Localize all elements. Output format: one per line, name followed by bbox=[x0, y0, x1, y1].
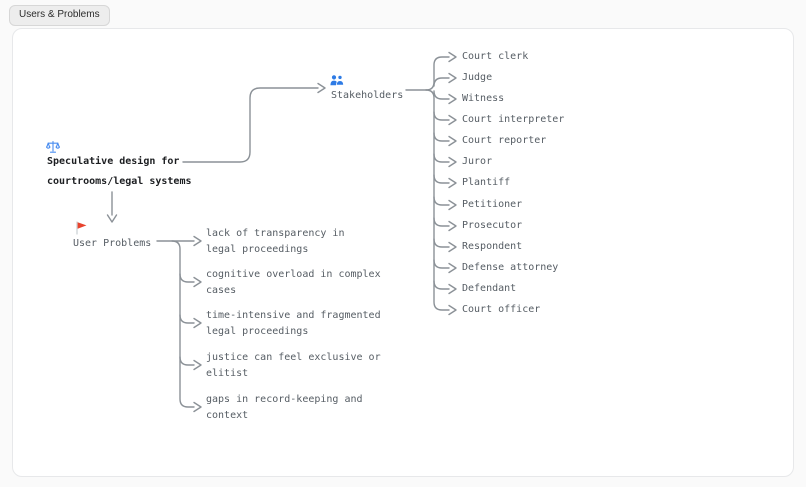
problem-item-line: justice can feel exclusive or bbox=[206, 352, 381, 363]
problem-item-record-keeping[interactable]: gaps in record-keeping and context bbox=[206, 392, 363, 424]
stakeholder-item-court-reporter[interactable]: Court reporter bbox=[462, 135, 547, 146]
problem-item-line: cases bbox=[206, 285, 237, 296]
stakeholder-item-respondent[interactable]: Respondent bbox=[462, 241, 523, 252]
problem-item-line: context bbox=[206, 410, 249, 421]
problem-item-line: time-intensive and fragmented bbox=[206, 310, 381, 321]
tab-users-and-problems[interactable]: Users & Problems bbox=[9, 5, 110, 26]
root-node[interactable]: Speculative design for courtrooms/legal … bbox=[47, 152, 192, 191]
problem-item-line: legal proceedings bbox=[206, 244, 309, 255]
stakeholder-item-witness[interactable]: Witness bbox=[462, 93, 505, 104]
problem-item-line: cognitive overload in complex bbox=[206, 269, 381, 280]
stakeholder-item-court-clerk[interactable]: Court clerk bbox=[462, 51, 529, 62]
stakeholder-item-plantiff[interactable]: Plantiff bbox=[462, 177, 511, 188]
user-problems-node[interactable]: User Problems bbox=[73, 238, 152, 249]
root-node-line2: courtrooms/legal systems bbox=[47, 175, 192, 187]
problem-item-line: gaps in record-keeping and bbox=[206, 394, 363, 405]
stakeholder-item-juror[interactable]: Juror bbox=[462, 156, 493, 167]
problem-item-cognitive-overload[interactable]: cognitive overload in complex cases bbox=[206, 267, 381, 299]
scales-of-justice-icon bbox=[46, 140, 60, 153]
whiteboard-canvas[interactable] bbox=[12, 28, 794, 477]
people-icon bbox=[330, 75, 344, 86]
stakeholder-item-defendant[interactable]: Defendant bbox=[462, 283, 517, 294]
stakeholder-item-petitioner[interactable]: Petitioner bbox=[462, 199, 523, 210]
stakeholder-item-court-officer[interactable]: Court officer bbox=[462, 304, 541, 315]
stakeholders-node[interactable]: Stakeholders bbox=[331, 90, 404, 101]
stakeholder-item-defense-attorney[interactable]: Defense attorney bbox=[462, 262, 559, 273]
problem-item-line: lack of transparency in bbox=[206, 228, 345, 239]
problem-item-time-intensive[interactable]: time-intensive and fragmented legal proc… bbox=[206, 308, 381, 340]
red-flag-icon bbox=[76, 221, 87, 235]
problem-item-transparency[interactable]: lack of transparency in legal proceeding… bbox=[206, 226, 344, 258]
problem-item-line: legal proceedings bbox=[206, 326, 309, 337]
stakeholder-item-prosecutor[interactable]: Prosecutor bbox=[462, 220, 523, 231]
stakeholder-item-judge[interactable]: Judge bbox=[462, 72, 493, 83]
problem-item-exclusive[interactable]: justice can feel exclusive or elitist bbox=[206, 350, 381, 382]
problem-item-line: elitist bbox=[206, 368, 249, 379]
stakeholder-item-court-interpreter[interactable]: Court interpreter bbox=[462, 114, 565, 125]
root-node-line1: Speculative design for bbox=[47, 156, 180, 167]
